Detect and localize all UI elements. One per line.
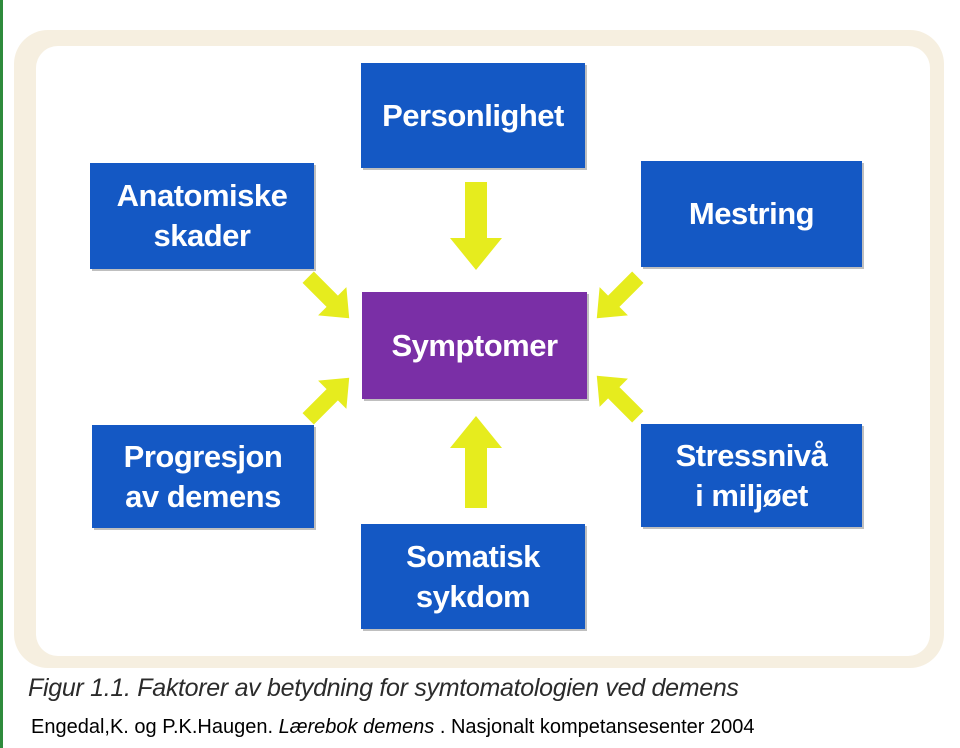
source-authors: Engedal,K. og P.K.Haugen. — [31, 716, 274, 738]
center-box-symptomer: Symptomer — [362, 292, 587, 399]
source-title: Lærebok demens — [278, 716, 435, 738]
source-publisher: . Nasjonalt kompetansesenter 2004 — [439, 716, 755, 738]
factor-box-stressniva: Stressnivå i miljøet — [641, 424, 862, 527]
figure-caption: Figur 1.1. Faktorer av betydning for sym… — [28, 674, 739, 702]
factor-box-personlighet: Personlighet — [361, 63, 585, 168]
factor-box-progresjon: Progresjon av demens — [92, 425, 314, 528]
source-citation: Engedal,K. og P.K.Haugen. Lærebok demens… — [31, 716, 754, 739]
left-border-rule — [0, 0, 3, 748]
factor-box-somatisk-sykdom: Somatisk sykdom — [361, 524, 585, 629]
factor-box-mestring: Mestring — [641, 161, 862, 267]
factor-box-anatomiske-skader: Anatomiske skader — [90, 163, 314, 269]
